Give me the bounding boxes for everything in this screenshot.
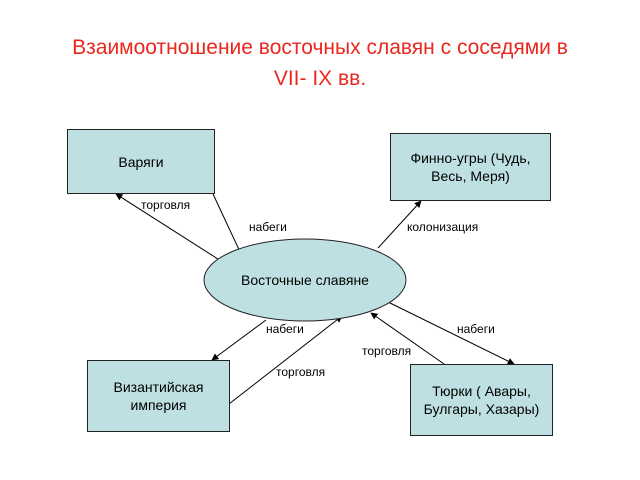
label-colonization: колонизация [407, 220, 479, 234]
arrow-slavs-to-byzantium [211, 319, 267, 361]
arrow-byzantium-to-slavs [228, 315, 343, 405]
label-trade-byzantium: торговля [276, 365, 326, 379]
arrow-slavs-to-finno-ugric [377, 200, 422, 249]
label-raids-turks: набеги [457, 322, 495, 336]
label-raids-varangians: набеги [249, 220, 287, 234]
label-raids-byzantium: набеги [266, 322, 304, 336]
arrow-slavs-to-varangians [115, 193, 233, 269]
node-finno-ugric: Финно-угры (Чудь, Весь, Меря) [390, 133, 551, 201]
arrow-varangians-to-slavs [212, 193, 243, 257]
arrow-turks-to-slavs [370, 312, 445, 365]
diagram-title: Взаимоотношение восточных славян с сосед… [72, 36, 568, 90]
label-trade-varangians: торговля [141, 198, 191, 212]
label-trade-turks: торговля [362, 344, 412, 358]
node-varangians: Варяги [67, 129, 215, 194]
node-center-label: Восточные славяне [241, 272, 369, 288]
center-ellipse [203, 238, 407, 322]
node-turks: Тюрки ( Авары, Булгары, Хазары) [410, 364, 553, 436]
arrow-slavs-to-turks [383, 299, 515, 365]
node-byzantium: Византийская империя [87, 360, 230, 432]
